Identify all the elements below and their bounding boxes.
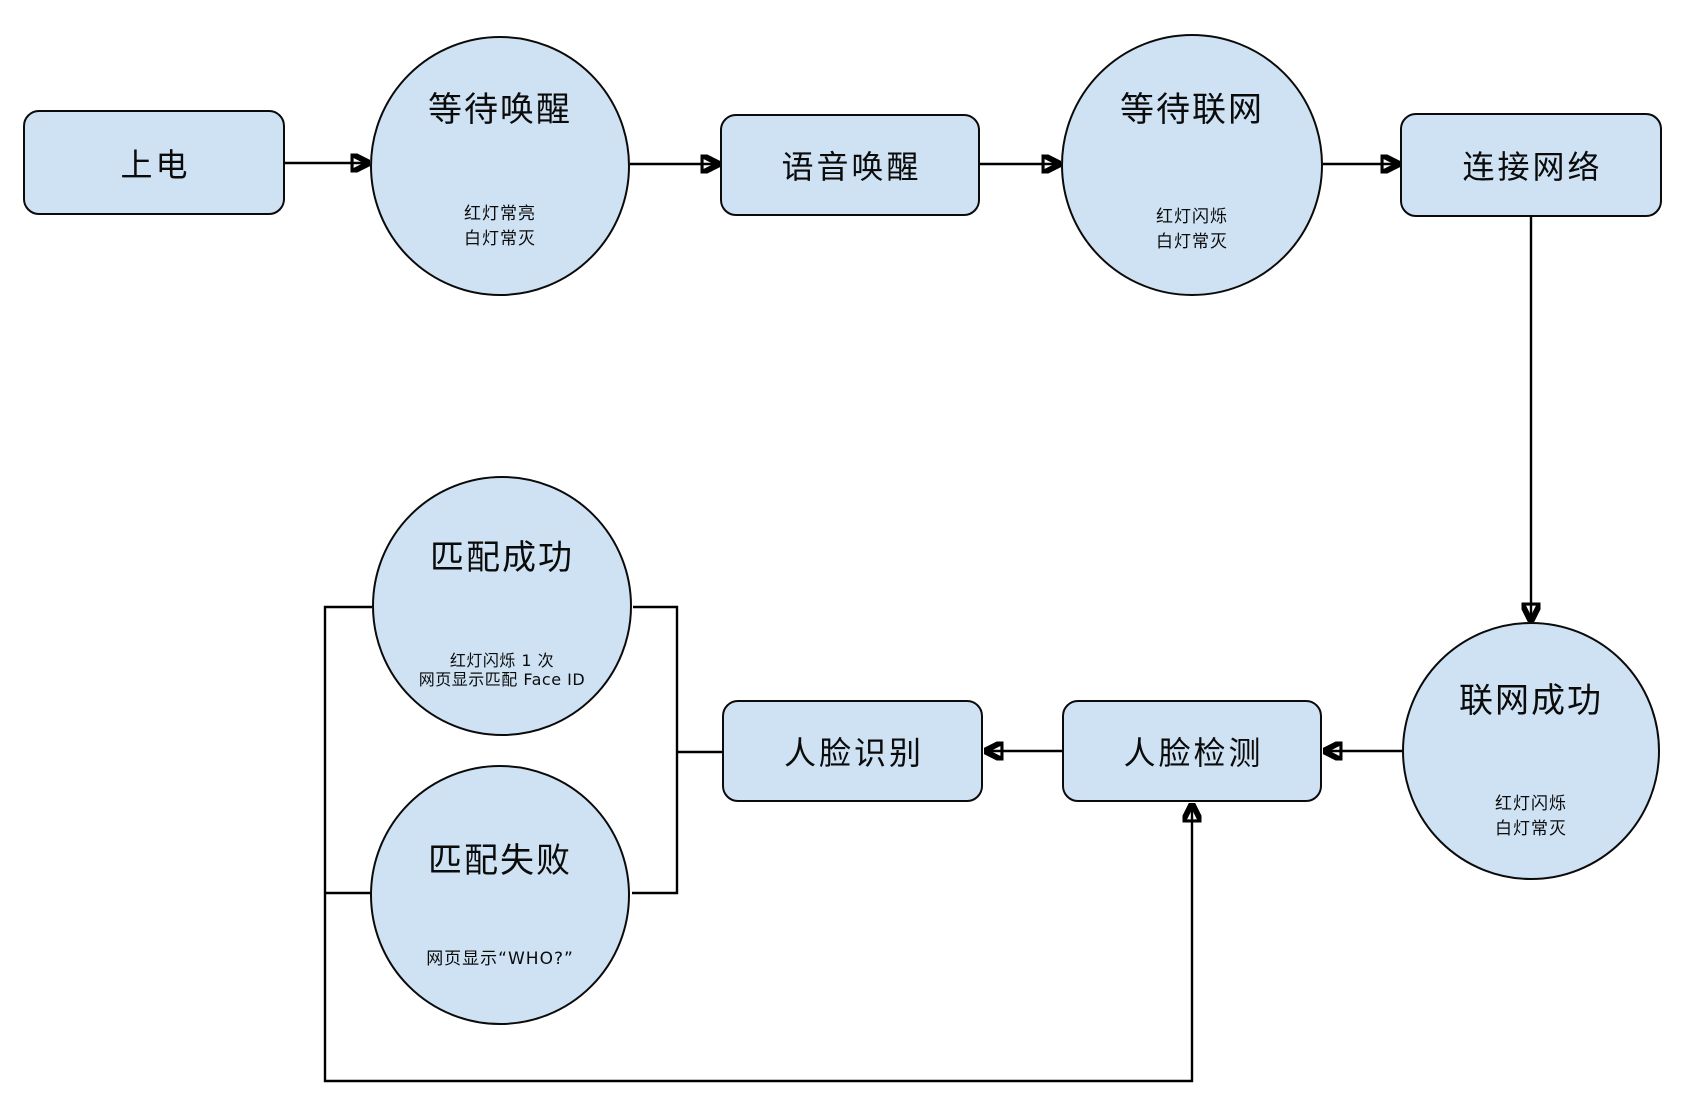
node-network-success-status: 红灯闪烁 白灯常灭 — [1404, 792, 1658, 842]
node-face-detect-label: 人脸检测 — [1123, 734, 1264, 772]
status-line: 红灯闪烁 — [1495, 794, 1567, 814]
node-wait-wake: 等待唤醒 红灯常亮 白灯常灭 — [370, 36, 630, 296]
status-line: 网页显示匹配 Face ID — [418, 670, 586, 689]
node-match-fail-status: 网页显示“WHO?” — [372, 947, 628, 972]
status-line: 红灯常亮 — [464, 204, 536, 224]
edge-match-loop-to-face-detect — [323, 605, 1192, 1083]
bracket-match-success-match-fail — [632, 605, 679, 895]
status-line: 白灯常灭 — [464, 229, 536, 249]
status-line: 白灯常灭 — [1156, 232, 1228, 252]
node-match-success: 匹配成功 红灯闪烁 1 次 网页显示匹配 Face ID — [372, 476, 632, 736]
status-line: 网页显示“WHO?” — [426, 949, 574, 969]
node-match-fail: 匹配失败 网页显示“WHO?” — [370, 765, 630, 1025]
node-wait-wake-status: 红灯常亮 白灯常灭 — [372, 202, 628, 252]
node-network-success: 联网成功 红灯闪烁 白灯常灭 — [1402, 622, 1660, 880]
status-line: 红灯闪烁 1 次 — [449, 651, 555, 670]
node-wait-wake-label: 等待唤醒 — [428, 90, 572, 130]
node-face-recognize: 人脸识别 — [722, 700, 983, 802]
node-match-fail-label: 匹配失败 — [428, 841, 572, 881]
node-wait-network: 等待联网 红灯闪烁 白灯常灭 — [1061, 34, 1323, 296]
node-power: 上电 — [23, 110, 285, 215]
node-network-success-label: 联网成功 — [1459, 681, 1603, 721]
node-face-recognize-label: 人脸识别 — [783, 734, 924, 772]
node-voice-wake: 语音唤醒 — [720, 114, 980, 216]
node-connect-network-label: 连接网络 — [1462, 148, 1603, 186]
node-match-success-label: 匹配成功 — [430, 538, 574, 578]
node-wait-network-label: 等待联网 — [1120, 90, 1264, 130]
status-line: 白灯常灭 — [1495, 819, 1567, 839]
node-voice-wake-label: 语音唤醒 — [781, 148, 922, 186]
node-wait-network-status: 红灯闪烁 白灯常灭 — [1063, 205, 1321, 255]
node-face-detect: 人脸检测 — [1062, 700, 1322, 802]
node-power-label: 上电 — [120, 145, 191, 184]
node-connect-network: 连接网络 — [1400, 113, 1662, 217]
node-match-success-status: 红灯闪烁 1 次 网页显示匹配 Face ID — [374, 651, 630, 689]
status-line: 红灯闪烁 — [1156, 207, 1228, 227]
